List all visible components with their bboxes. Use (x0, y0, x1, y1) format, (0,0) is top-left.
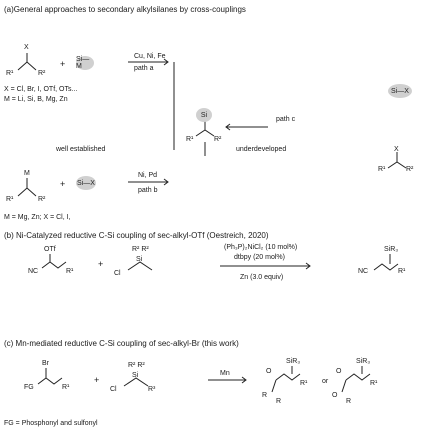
product-bonds (195, 129, 215, 137)
reagent2-b: dtbpy (20 mol%) (234, 254, 285, 261)
well-established-label: well established (56, 146, 106, 153)
substrate-b-r1: R¹ (6, 196, 14, 203)
path-b-label: path b (138, 187, 158, 194)
product-c1-r-b: R (276, 398, 282, 405)
product-r1: R¹ (186, 136, 194, 143)
plus-sign-a: + (60, 59, 66, 69)
br-label: Br (42, 360, 49, 367)
product-c2-sir3: SiR₃ (356, 358, 371, 365)
si-x-reagent: Si—X (388, 84, 412, 98)
panel-b-heading: (b) Ni-Catalyzed reductive C-Si coupling… (4, 231, 269, 240)
si-label-b: Si (136, 256, 143, 263)
silyl-reagent-c-bonds (123, 377, 149, 387)
conditions-a: Cu, Ni, Fe (134, 53, 166, 60)
product-c2-o: O (336, 368, 342, 375)
panel-c-heading: (c) Mn-mediated reductive C-Si coupling … (4, 339, 239, 348)
r2r2-label-b: R² R² (132, 246, 149, 253)
substrate-c-x: X (394, 146, 399, 153)
r2r2-label-c: R² R² (128, 362, 145, 369)
substrate-a-r1: R¹ (6, 70, 14, 77)
si-x-reagent-b: Si—X (76, 176, 96, 190)
substrate-a-r2: R² (38, 70, 46, 77)
underdeveloped-label: underdeveloped (236, 146, 287, 153)
nc-label-b: NC (28, 268, 39, 275)
path-c-label: path c (276, 116, 296, 123)
r1-label-c: R¹ (62, 384, 70, 391)
product-b-nc: NC (358, 268, 369, 275)
si-m-reagent: Si—M (76, 56, 94, 70)
br-substrate-bonds (37, 377, 63, 385)
substrate-b-r2: R² (38, 196, 46, 203)
substrate-a-x: X (24, 44, 29, 51)
si-label-c: Si (132, 372, 139, 379)
conditions-b: Ni, Pd (138, 172, 158, 179)
substrate-c-r2: R² (406, 166, 414, 173)
substrate-b-m: M (24, 170, 30, 177)
r1-label-b: R¹ (66, 268, 74, 275)
m-definitions: M = Li, Si, B, Mg, Zn (4, 96, 68, 103)
product-c2-bonds (345, 373, 371, 381)
reagent3-b: Zn (3.0 equiv) (240, 274, 284, 281)
product-c1-sir3: SiR₃ (286, 358, 301, 365)
otf-substrate-bonds (41, 261, 67, 269)
product-c1-r-a: R (262, 392, 268, 399)
substrate-a-bonds (17, 61, 37, 71)
plus-sign-panel-b: + (98, 259, 104, 269)
product-b-sir3: SiR₃ (384, 246, 399, 253)
fg-label-c: FG (24, 384, 34, 391)
product-c1-r1: R¹ (300, 380, 308, 387)
product-c2-o-b: O (332, 392, 338, 399)
product-r2: R² (214, 136, 222, 143)
path-a-label: path a (134, 65, 154, 72)
product-b-r1: R¹ (398, 268, 406, 275)
product-c1-bonds (275, 373, 301, 381)
product-c2-r: R (346, 398, 352, 405)
plus-sign-panel-c: + (94, 375, 100, 385)
substrate-c-r1: R¹ (378, 166, 386, 173)
or-label: or (322, 378, 329, 385)
x-definitions: X = Cl, Br, I, OTf, OTs... (4, 86, 78, 93)
substrate-b-bonds (17, 187, 37, 197)
reagent1-b: (Ph₃P)₂NiCl₂ (10 mol%) (224, 244, 298, 251)
m-definitions-b: M = Mg, Zn; X = Cl, I, (4, 214, 71, 221)
product-c1-o: O (266, 368, 272, 375)
cl-label-c: Cl (110, 386, 117, 393)
cl-label-b: Cl (114, 270, 121, 277)
mn-label: Mn (220, 370, 230, 377)
substrate-c-bonds (387, 161, 407, 169)
otf-label: OTf (44, 246, 56, 253)
plus-sign-b: + (60, 179, 66, 189)
silyl-reagent-b-bonds (127, 261, 153, 271)
fg-definition: FG = Phosphonyl and sulfonyl (4, 420, 98, 427)
product-b-bonds (373, 263, 399, 271)
panel-a-heading: (a)General approaches to secondary alkyl… (4, 5, 246, 14)
product-c2-r1: R¹ (370, 380, 378, 387)
product-si-circle: Si (196, 108, 212, 122)
r3-label-c: R³ (148, 386, 156, 393)
